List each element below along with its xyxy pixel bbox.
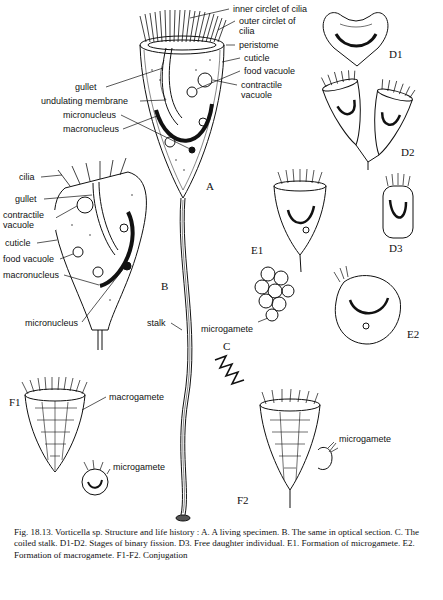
part-label: gullet xyxy=(74,82,98,92)
part-label: cuticle xyxy=(4,238,32,248)
fission-d2 xyxy=(319,67,416,170)
macrogamete-formation-e2 xyxy=(334,266,401,344)
part-label: macrogamete xyxy=(108,392,165,402)
part-label: micronucleus xyxy=(62,110,117,120)
part-label: gullet xyxy=(14,194,38,204)
part-label: outer circlet of cilia xyxy=(238,16,302,36)
conjugation-f1 xyxy=(22,377,108,495)
figure-letter: A xyxy=(205,180,215,192)
fission-d1 xyxy=(323,13,388,66)
leader-lines xyxy=(37,9,336,474)
figure-letter: E2 xyxy=(406,328,420,340)
part-label: undulating membrane xyxy=(40,96,129,106)
part-label: macronucleus xyxy=(2,270,60,280)
part-label: microgamete xyxy=(200,324,254,334)
part-label: contractile vacuole xyxy=(2,210,56,230)
conjugation-f2 xyxy=(260,389,338,508)
coiled-stalk-c xyxy=(215,356,244,384)
part-label: cuticle xyxy=(243,53,271,63)
figure-letter: B xyxy=(160,280,169,292)
part-label: peristome xyxy=(238,40,280,50)
part-label: food vacuole xyxy=(243,66,296,76)
part-label: contractile vacuole xyxy=(240,80,304,100)
microgamete-formation-e1 xyxy=(255,169,326,321)
figure-letter: C xyxy=(222,340,231,352)
part-label: stalk xyxy=(146,318,167,328)
part-label: inner circlet of cilia xyxy=(232,4,308,14)
figure-letter: F1 xyxy=(8,396,22,408)
part-label: microgamete xyxy=(112,462,166,472)
part-label: food vacuole xyxy=(2,254,55,264)
specimen-a xyxy=(140,10,226,521)
part-label: macronucleus xyxy=(62,124,120,134)
figure-caption: Fig. 18.13. Vorticella sp. Structure and… xyxy=(14,527,432,561)
figure-letter: D2 xyxy=(400,146,415,158)
part-label: microgamete xyxy=(338,434,392,444)
part-label: cilia xyxy=(18,172,36,182)
figure-letter: E1 xyxy=(250,244,264,256)
figure-letter: F2 xyxy=(236,494,250,506)
part-label: micronucleus xyxy=(24,318,79,328)
daughter-d3 xyxy=(383,173,413,238)
figure-letter: D1 xyxy=(388,48,403,60)
figure-letter: D3 xyxy=(388,242,403,254)
